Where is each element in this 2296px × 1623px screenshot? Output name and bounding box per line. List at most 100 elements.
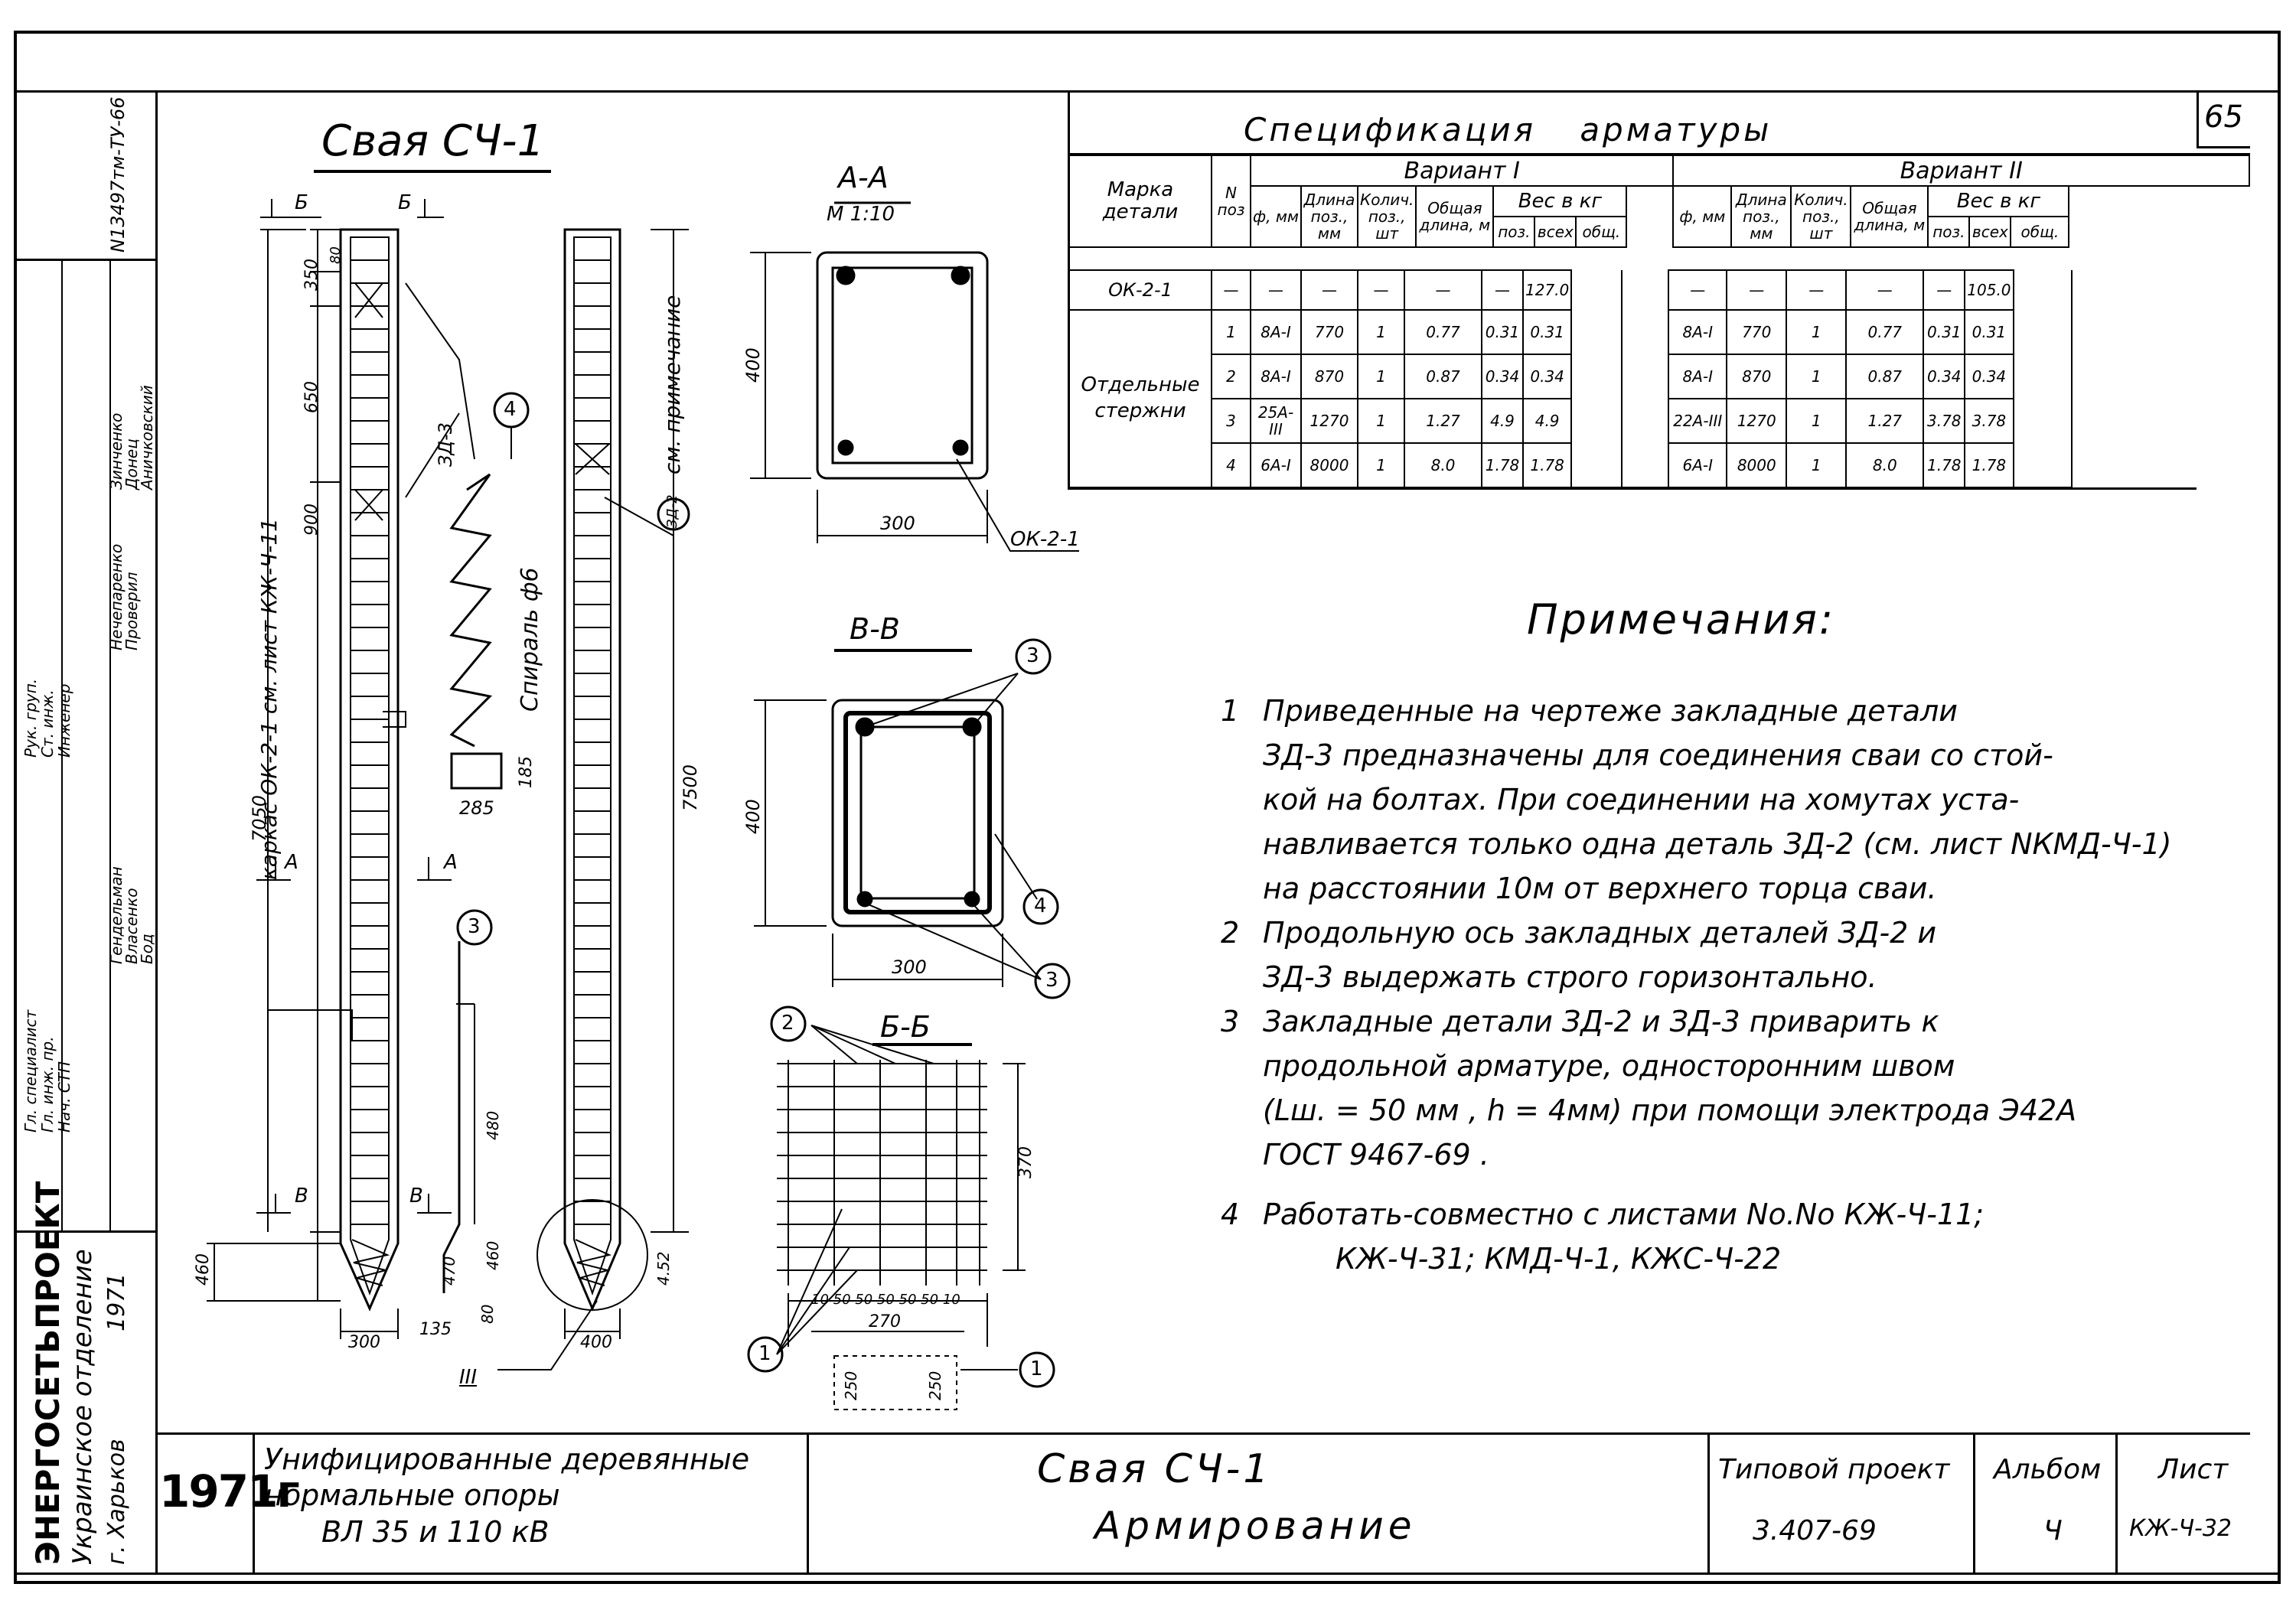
section-vv (754, 649, 1042, 987)
dim-460-bar: 460 (484, 1240, 502, 1270)
spec-ok-v2-1: — (1726, 269, 1788, 311)
callout-1-bb (747, 1336, 784, 1373)
spec-variant1: Вариант I (1249, 155, 1675, 187)
label-section-aa: А-А (838, 161, 889, 194)
note-3-num: 3 (1221, 1005, 1240, 1038)
note-4-num: 4 (1221, 1198, 1240, 1231)
note-4-line-2: КЖ-Ч-31; КМД-Ч-1, КЖС-Ч-22 (1336, 1242, 1782, 1276)
strip-sep-1 (14, 259, 158, 261)
dim-bb-250-b: 250 (926, 1370, 944, 1400)
spec-r4-v2-3: 8.0 (1845, 442, 1925, 488)
dim-bb-370: 370 (1016, 1146, 1035, 1178)
spec-h-weight-2: Вес в кг (1927, 185, 2070, 217)
dim-400-pile: 400 (580, 1333, 612, 1352)
tb-typ-label: Типовой проект (1718, 1454, 1950, 1485)
note-2-num: 2 (1221, 916, 1240, 950)
spec-r3-v1-3: 1.27 (1404, 398, 1482, 444)
note-3-line-1: Закладные детали ЗД-2 и ЗД-3 приварить к (1263, 1005, 1939, 1038)
dim-185: 185 (517, 756, 536, 788)
spec-r4-v2-1: 8000 (1726, 442, 1788, 488)
spiral-detail-rect (450, 752, 503, 790)
dim-aa-400: 400 (742, 347, 764, 383)
spec-r4-v1-4: 1.78 (1481, 442, 1524, 488)
spec-r1-v2-0: 8А-I (1668, 309, 1728, 355)
callout-3-left (456, 909, 493, 946)
spec-r3-n: 3 (1211, 398, 1251, 444)
tb-album-label: Альбом (1994, 1454, 2102, 1485)
tb-sheet-title-1: Свая СЧ-1 (1037, 1446, 1272, 1492)
spec-r2-gap3 (2012, 354, 2073, 399)
dim-300-pile: 300 (348, 1333, 380, 1352)
spec-r4-v1-1: 8000 (1300, 442, 1358, 488)
spec-r4-n: 4 (1211, 442, 1251, 488)
spec-r1-gap2 (1621, 310, 1670, 354)
spec-r3-v1-5: 4.9 (1521, 398, 1573, 444)
spec-ok-v2-5: 105.0 (1964, 269, 2014, 311)
label-cut-a-left: А (285, 851, 298, 874)
dim-bb-250-a: 250 (842, 1370, 860, 1400)
spec-r4-v2-0: 6А-I (1668, 442, 1728, 488)
spec-r4-v1-3: 8.0 (1404, 442, 1482, 488)
spec-r1-v1-1: 770 (1300, 309, 1358, 355)
label-roman: III (459, 1366, 478, 1389)
spec-blank-1 (1626, 185, 1675, 247)
spec-h-all-1: всех (1534, 216, 1577, 248)
callout-4-vv (1022, 888, 1059, 925)
spec-r2-v2-0: 8А-I (1668, 354, 1728, 399)
callout-3-vv-bottom (1034, 963, 1071, 999)
spec-r3-gap3 (2012, 399, 2073, 443)
spec-h-weight-1: Вес в кг (1492, 185, 1628, 217)
spec-ok-v1-0: — (1250, 269, 1302, 311)
spec-h-mark: Марка детали (1068, 155, 1212, 248)
callout-zd2 (657, 497, 690, 531)
dim-480: 480 (484, 1110, 502, 1140)
dim-vv-400: 400 (742, 799, 764, 834)
spec-h-len-2: Длина поз., мм (1730, 185, 1792, 248)
spec-r2-v2-2: 1 (1786, 354, 1848, 399)
spec-ok-pad (2072, 270, 2249, 310)
spec-h-phi-2: ф, мм (1672, 185, 1733, 248)
label-section-vv: В-В (850, 612, 900, 646)
spec-r3-v2-5: 3.78 (1964, 398, 2014, 444)
spec-ok-v1-5: 127.0 (1521, 269, 1573, 311)
spec-row-4: 4 6А-I 8000 1 8.0 1.78 1.78 6А-I 8000 1 … (1069, 442, 2249, 488)
spec-r3-pad (2072, 399, 2249, 443)
spec-title: Спецификация арматуры (1244, 111, 1773, 148)
spec-ok-v1-1: — (1300, 269, 1358, 311)
spec-table: Марка детали N поз Вариант I Вариант II … (1068, 155, 2250, 248)
spec-h-total-len-2: Общая длина, м (1850, 185, 1929, 248)
tb-album-value: Ч (2043, 1515, 2063, 1546)
spec-h-total-2: общ. (2010, 216, 2070, 248)
spec-title-line (1068, 153, 2250, 155)
callout-3-vv-top (1015, 638, 1052, 675)
spec-r3-v2-0: 22А-III (1668, 398, 1728, 444)
label-see-note: см. примечание (660, 295, 685, 474)
spec-ok-v2-0: — (1668, 269, 1728, 311)
title-block (158, 1432, 2250, 1575)
spec-r1-v1-2: 1 (1357, 309, 1405, 355)
spec-ok-gap (1570, 270, 1623, 310)
spec-ok-v2-3: — (1845, 269, 1925, 311)
spec-r2-v1-4: 0.34 (1481, 354, 1524, 399)
spec-ok-v2-2: — (1786, 269, 1848, 311)
spec-h-total-1: общ. (1575, 216, 1628, 248)
pile-2-elevation (563, 228, 621, 1312)
strip-col-1 (61, 259, 63, 1230)
top-line (14, 90, 2281, 93)
spec-r1-v2-4: 0.31 (1923, 309, 1966, 355)
spec-r2-gap2 (1621, 354, 1670, 399)
sheet-number-box (2197, 90, 2250, 148)
spec-r2-v1-5: 0.34 (1521, 354, 1573, 399)
note-4-line-1: Работать-совместно с листами No.No КЖ-Ч-… (1263, 1198, 1985, 1231)
label-scale: М 1:10 (827, 203, 895, 226)
dim-80: 80 (328, 246, 344, 264)
note-3-line-2: продольной арматуре, односторонним швом (1263, 1049, 1955, 1083)
spec-r1-n: 1 (1211, 309, 1251, 355)
drawing-title: Свая СЧ-1 (321, 116, 545, 166)
spec-r3-v2-3: 1.27 (1845, 398, 1925, 444)
tb-sep-5 (2115, 1435, 2118, 1575)
notes-title: Примечания: (1527, 595, 1836, 644)
spec-r4-v2-4: 1.78 (1923, 442, 1966, 488)
spec-h-qty-2: Колич. поз., шт (1790, 185, 1852, 248)
